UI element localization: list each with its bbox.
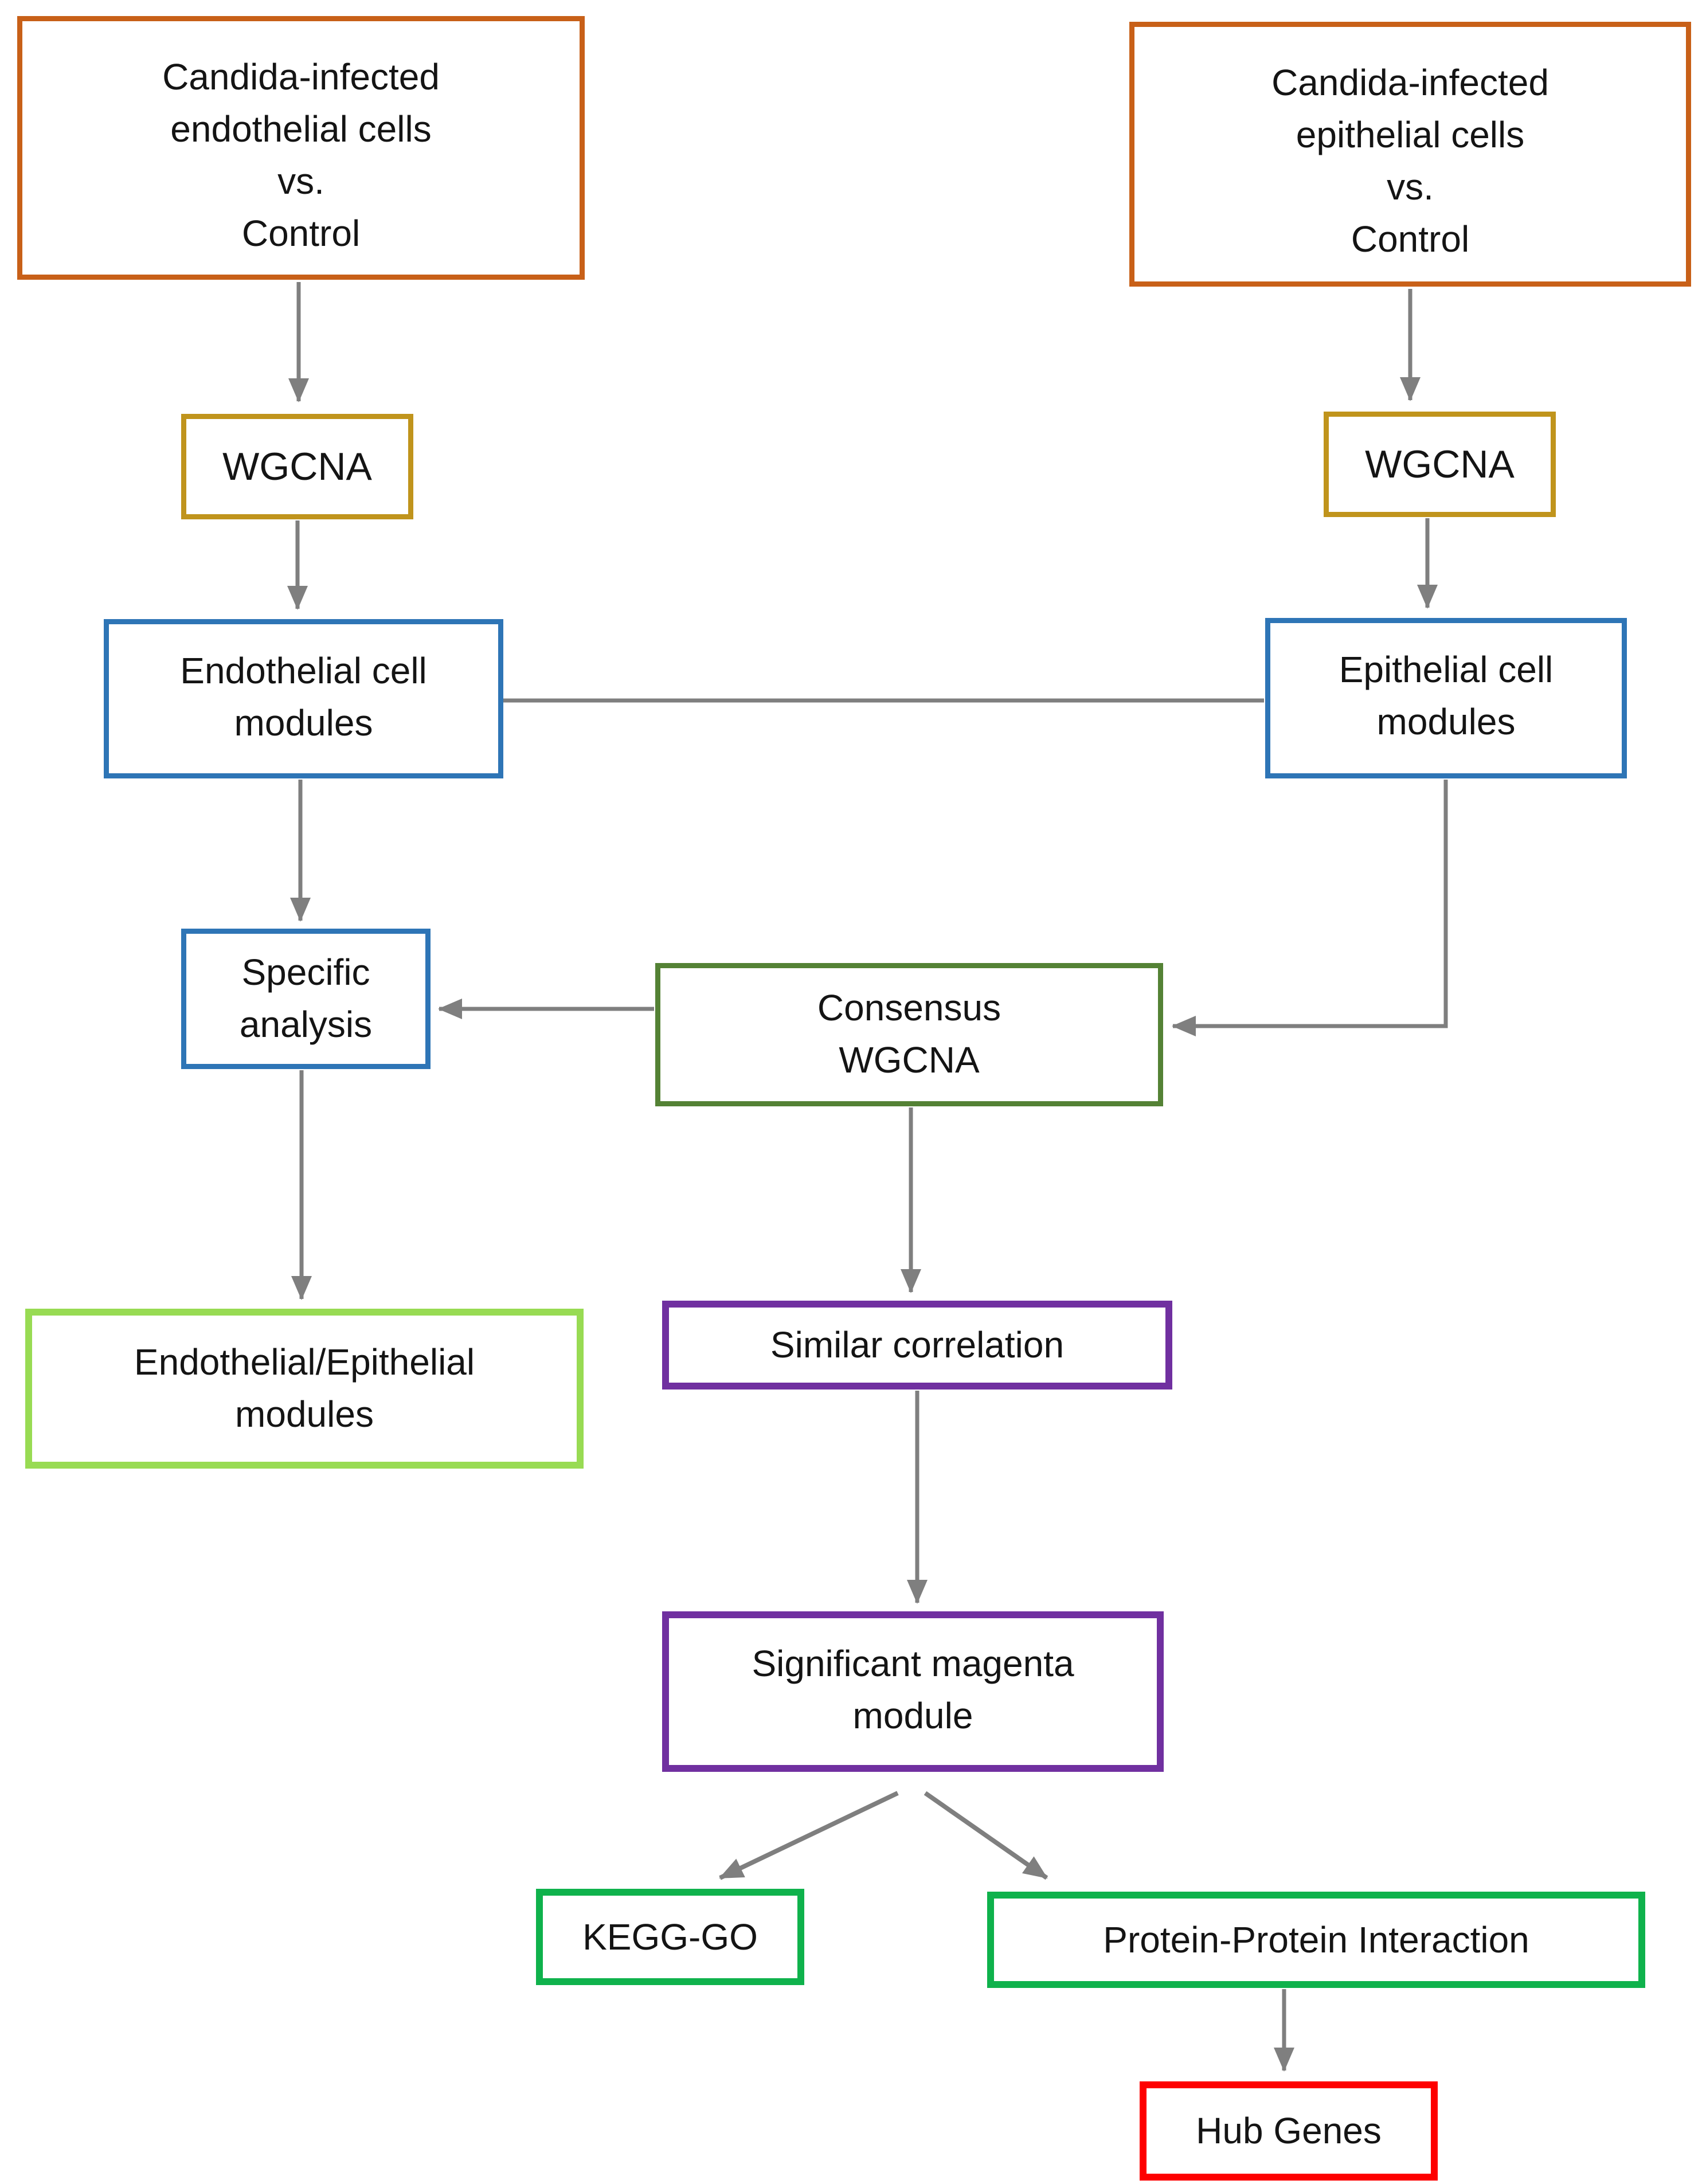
node-wgcna-left: WGCNA xyxy=(181,414,413,519)
node-specific-analysis: Specific analysis xyxy=(181,929,431,1069)
edge-magenta-to-kegg xyxy=(719,1791,899,1880)
node-label: Endothelial/Epithelial modules xyxy=(134,1341,475,1435)
node-epithelial-cell-modules: Epithelial cell modules xyxy=(1265,618,1627,778)
node-label: Protein-Protein Interaction xyxy=(1103,1919,1529,1960)
node-similar-correlation: Similar correlation xyxy=(662,1301,1172,1390)
edge-magenta-to-ppi xyxy=(924,1791,1048,1880)
node-label: Consensus WGCNA xyxy=(817,987,1001,1081)
node-protein-protein-interaction: Protein-Protein Interaction xyxy=(987,1892,1645,1988)
node-endothelial-cell-modules: Endothelial cell modules xyxy=(104,619,503,778)
node-label: Hub Genes xyxy=(1196,2110,1382,2152)
node-label: Candida-infected endothelial cells vs. C… xyxy=(162,56,440,254)
node-endothelial-epithelial-modules: Endothelial/Epithelial modules xyxy=(25,1309,584,1469)
node-hub-genes: Hub Genes xyxy=(1140,2081,1438,2181)
edge-epi-modules-to-consensus xyxy=(1172,780,1448,1036)
node-wgcna-right: WGCNA xyxy=(1324,412,1556,517)
node-label: KEGG-GO xyxy=(582,1916,758,1958)
node-label: Candida-infected epithelial cells vs. Co… xyxy=(1271,62,1549,260)
node-label: Specific analysis xyxy=(239,952,373,1045)
node-kegg-go: KEGG-GO xyxy=(536,1889,804,1985)
node-label: Significant magenta module xyxy=(752,1643,1074,1736)
node-candida-endothelial-vs-control: Candida-infected endothelial cells vs. C… xyxy=(17,16,585,280)
node-label: Similar correlation xyxy=(770,1324,1065,1366)
node-significant-magenta-module: Significant magenta module xyxy=(662,1611,1164,1772)
node-label: WGCNA xyxy=(1365,442,1515,486)
node-label: Epithelial cell modules xyxy=(1339,649,1554,742)
node-candida-epithelial-vs-control: Candida-infected epithelial cells vs. Co… xyxy=(1129,22,1691,287)
node-label: Endothelial cell modules xyxy=(180,650,427,743)
node-consensus-wgcna: Consensus WGCNA xyxy=(655,963,1163,1106)
node-label: WGCNA xyxy=(222,444,372,488)
